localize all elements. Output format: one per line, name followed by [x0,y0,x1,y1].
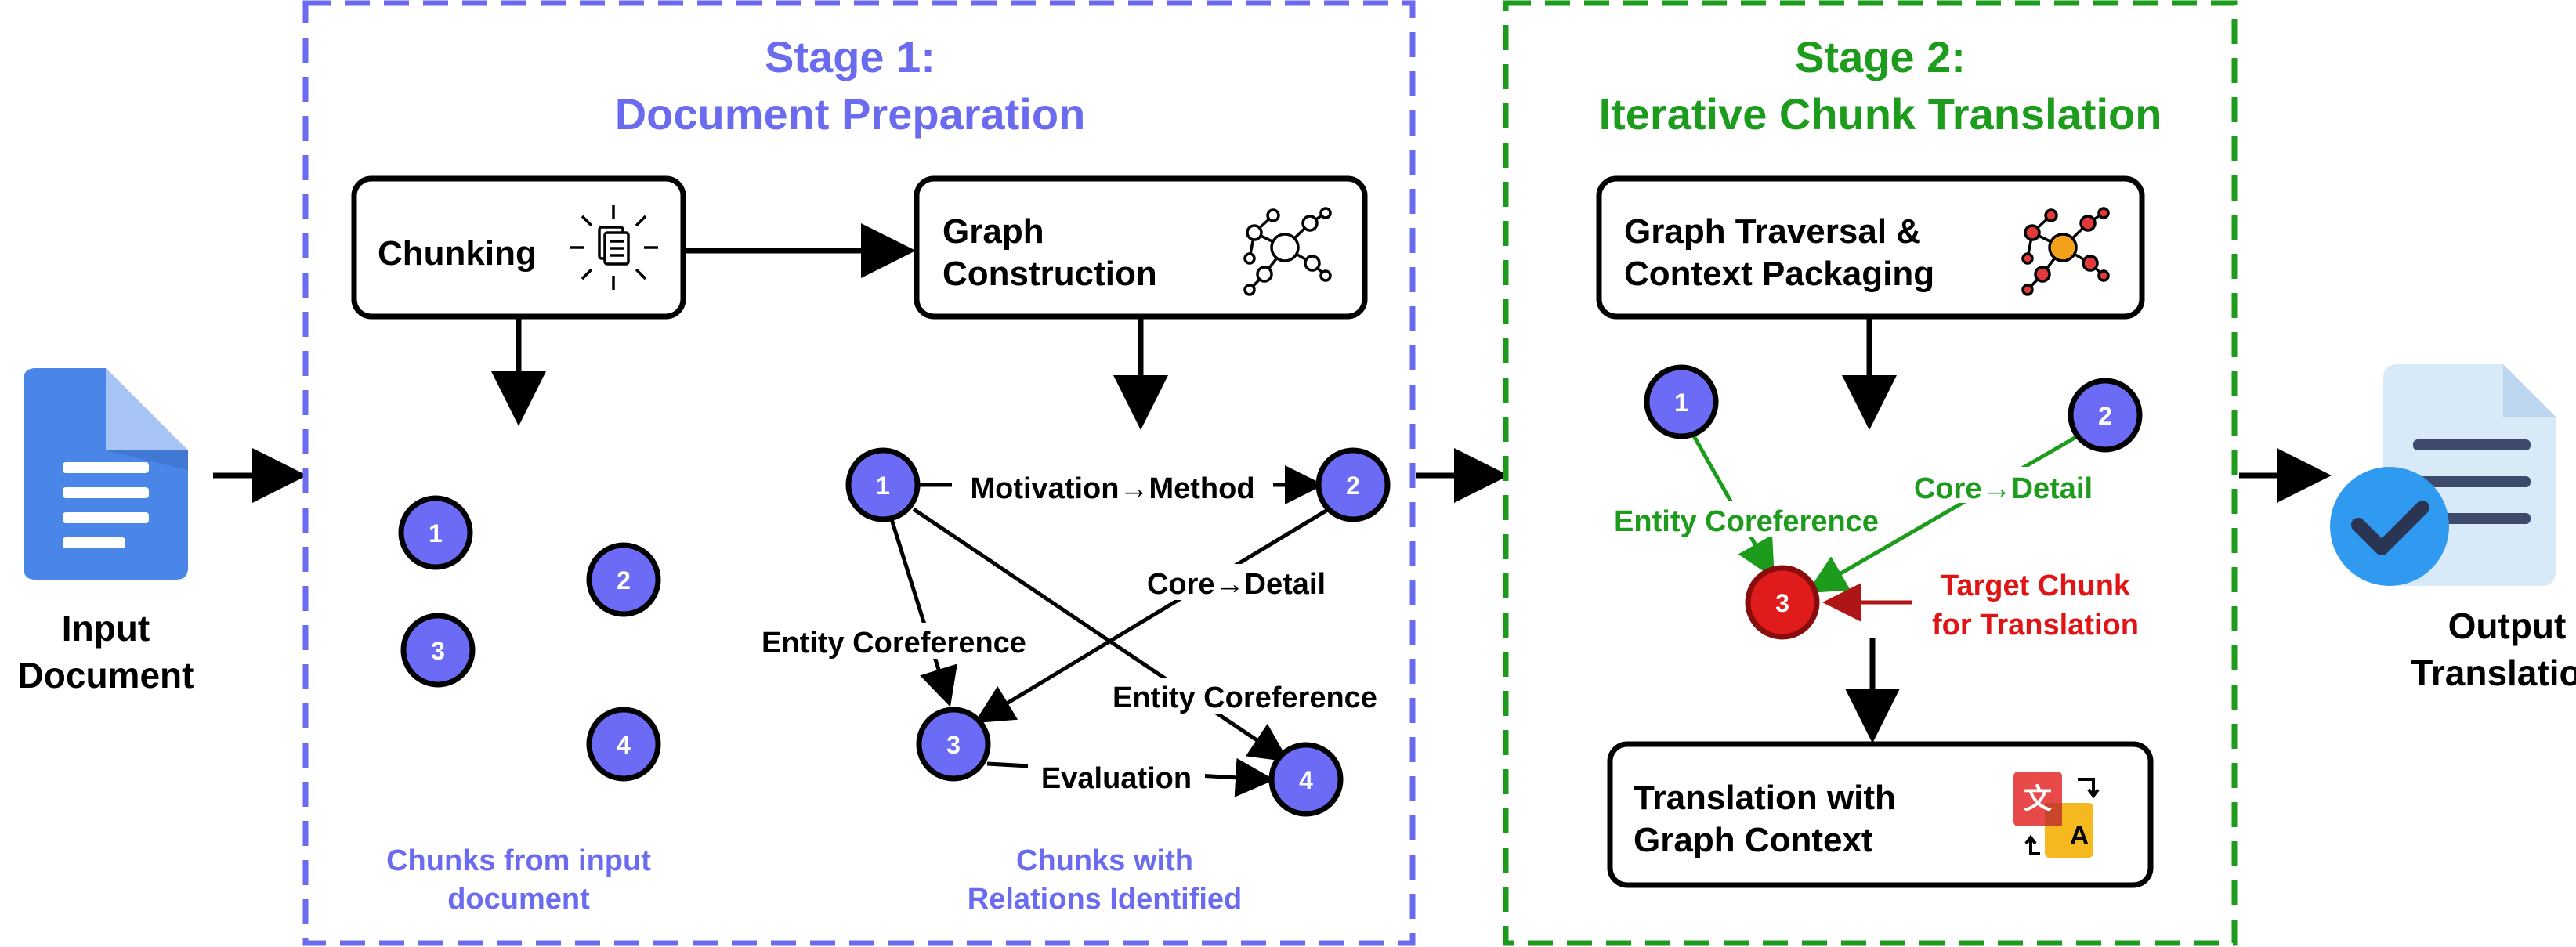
graph-traversal-icon [2021,207,2110,296]
stage1-panel: Stage 1: Document Preparation Chunking [302,0,1416,946]
stage1-title-line1: Stage 1: [765,32,935,81]
translated-document-check-icon [2330,364,2556,586]
s2-node: 1 [1644,364,1719,439]
s2-entity-coreference: Entity Coreference [1614,505,1879,538]
chunk-node: 1 [398,495,473,570]
svg-text:4: 4 [617,731,631,759]
svg-text:1: 1 [429,519,443,548]
graph-node: 3 [916,707,991,782]
stage1-border [302,0,1416,946]
chunks-caption-line2: document [447,883,590,916]
edge-label-evaluation: Evaluation [1041,762,1192,795]
graph-construction-line2: Construction [942,255,1157,293]
chunk-node: 2 [586,542,661,617]
graph-construction-line1: Graph [942,212,1044,251]
svg-text:3: 3 [1775,589,1789,617]
chunking-expand-icon [570,205,658,290]
svg-text:2: 2 [617,566,631,595]
edge-labels: Motivation→Method Core→Detail Entity Cor… [746,467,1393,796]
translation-line1: Translation with [1634,779,1896,817]
s2-target-node: 3 [1745,565,1820,640]
output-label-line2: Translation [2411,652,2576,693]
chunk-nodes: 1 2 3 4 [398,495,661,782]
edge-1-to-3 [889,519,957,707]
translation-line2: Graph Context [1634,821,1873,859]
s2-core-detail: Core→Detail [1914,472,2093,505]
svg-text:3: 3 [431,637,445,665]
input-document: Input Document [18,368,194,696]
stage2-title-line1: Stage 2: [1795,32,1966,81]
chunking-box: Chunking [351,175,686,320]
svg-text:2: 2 [2098,402,2112,430]
svg-text:3: 3 [946,731,961,759]
edge-label-entity-coreference-1: Entity Coreference [762,627,1026,660]
graph-node: 4 [1268,742,1344,817]
output-label-line1: Output [2448,605,2567,646]
graph-network-icon [1243,207,1332,296]
stage1-title-line2: Document Preparation [615,89,1086,139]
stage2-title-line2: Iterative Chunk Translation [1599,89,2162,139]
input-label-line2: Document [18,655,194,696]
edge-label-entity-coreference-2: Entity Coreference [1113,681,1377,714]
relations-caption-line1: Chunks with [1016,844,1193,877]
output-translation: Output Translation [2330,364,2576,693]
document-icon [24,368,188,580]
chunk-node: 4 [586,707,661,782]
input-label-line1: Input [62,608,150,649]
stage2-nodes: 1 2 3 [1644,364,2143,640]
chunks-caption-line1: Chunks from input [386,844,651,877]
graph-node: 2 [1315,447,1391,522]
relations-caption-line2: Relations Identified [968,883,1242,916]
svg-text:文: 文 [2024,783,2052,815]
edge-2-to-3 [974,507,1330,724]
svg-text:1: 1 [1674,389,1688,417]
target-label-line2: for Translation [1932,609,2139,642]
svg-text:1: 1 [876,472,890,500]
edge-s2-2-to-3 [1807,432,2082,594]
edge-label-motivation-method: Motivation→Method [970,472,1254,505]
graph-nodes: 1 2 3 4 [845,447,1391,817]
translate-icon: 文 A [2013,772,2100,858]
chunk-node: 3 [400,613,476,688]
translation-box: Translation with Graph Context 文 A [1607,741,2154,888]
graph-traversal-box: Graph Traversal & Context Packaging [1596,175,2145,320]
stage2-edge-labels: Entity Coreference Core→Detail [1598,467,2107,538]
traversal-line1: Graph Traversal & [1624,212,1921,251]
stage2-panel: Stage 2: Iterative Chunk Translation Gra… [1503,0,2238,946]
graph-node: 1 [845,447,921,522]
traversal-line2: Context Packaging [1624,255,1934,293]
svg-text:2: 2 [1346,472,1360,500]
stage2-border [1503,0,2238,946]
graph-construction-box: Graph Construction [914,175,1368,320]
target-label-line1: Target Chunk [1941,569,2131,602]
edge-label-core-detail: Core→Detail [1147,568,1326,601]
s2-node: 2 [2068,378,2143,453]
chunking-label: Chunking [378,234,537,273]
edge-1-to-4 [912,507,1290,762]
svg-text:A: A [2070,821,2089,851]
svg-text:4: 4 [1299,766,1313,794]
